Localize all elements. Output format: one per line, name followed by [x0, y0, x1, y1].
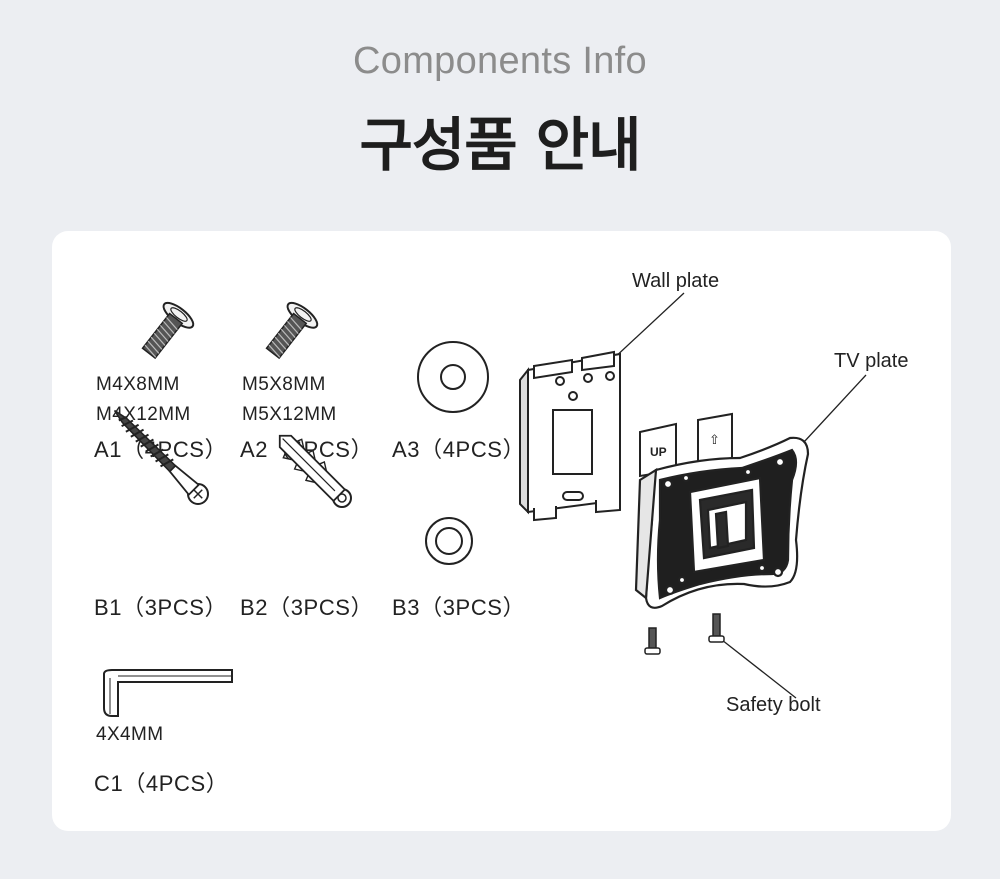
page-title: 구성품 안내	[359, 111, 642, 179]
a3-code: A3（4PCS）	[392, 437, 526, 462]
b2-code: B2（3PCS）	[240, 595, 374, 620]
a2-size-long: M5X12MM	[242, 404, 337, 425]
page-subtitle: Components Info	[353, 40, 647, 82]
components-card	[52, 231, 951, 831]
callout-wall-plate: Wall plate	[632, 270, 720, 292]
callout-tv-plate: TV plate	[834, 350, 909, 372]
hex-key-c1-icon	[103, 669, 233, 717]
c1-size: 4X4MM	[96, 724, 164, 745]
b3-code: B3（3PCS）	[392, 595, 526, 620]
up-tab-label: UP	[650, 445, 667, 459]
a2-size-short: M5X8MM	[242, 374, 326, 395]
tv-plate-icon	[634, 436, 810, 609]
wood-screw-b1-icon	[113, 409, 209, 505]
wall-plate-icon	[519, 350, 621, 522]
wall-anchor-b2-icon	[278, 434, 352, 508]
a1-size-short: M4X8MM	[96, 374, 180, 395]
callout-safety-bolt: Safety bolt	[726, 694, 821, 716]
washer-b3-icon	[425, 517, 473, 565]
screw-a2-icon	[265, 301, 319, 360]
c1-code: C1（4PCS）	[94, 771, 229, 796]
washer-a3-icon	[417, 341, 489, 413]
safety-bolt-icon	[644, 613, 725, 655]
screw-a1-icon	[141, 301, 195, 360]
arrow-up-icon: ⇧	[709, 433, 720, 448]
b1-code: B1（3PCS）	[94, 595, 228, 620]
